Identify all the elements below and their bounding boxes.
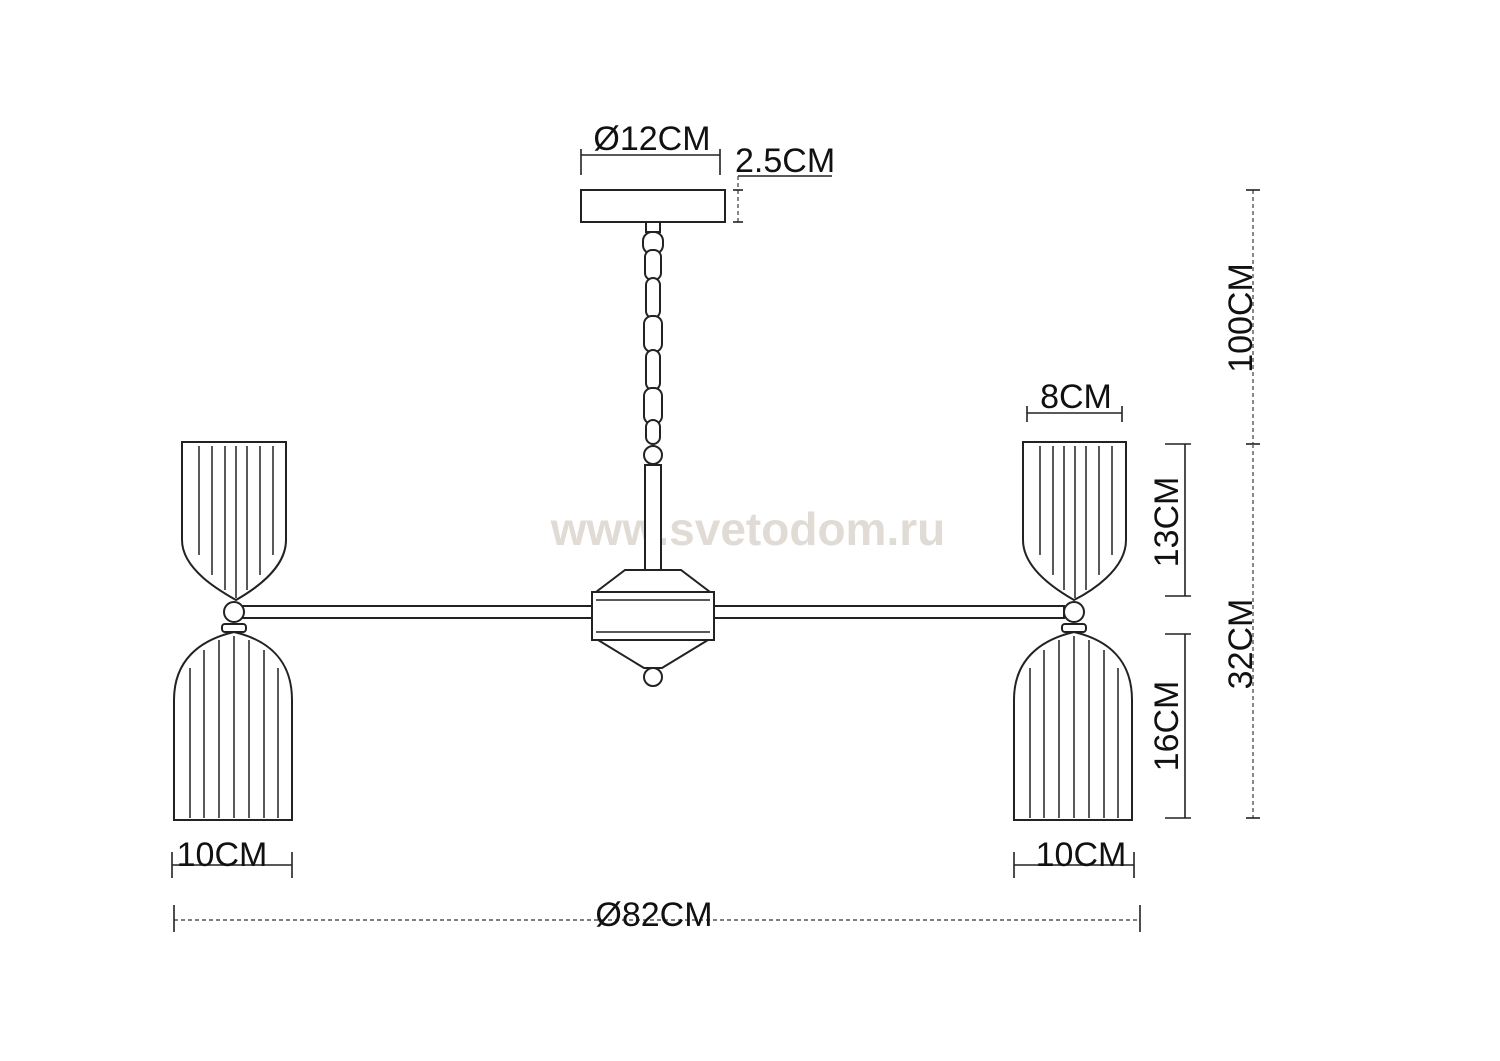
- right-upper-shade: [1022, 441, 1127, 602]
- watermark: www.svetodom.ru: [550, 503, 945, 555]
- left-upper-shade: [181, 441, 287, 602]
- label-lower-shade-height: 16CM: [1148, 681, 1186, 772]
- left-lower-shade: [173, 630, 293, 821]
- central-hub: [591, 569, 715, 687]
- dim-lower-shade-height: [1165, 633, 1191, 819]
- label-upper-shade-height: 13CM: [1148, 477, 1186, 568]
- label-left-shade-width: 10CM: [177, 836, 268, 874]
- dim-left-shade-width: [171, 852, 293, 878]
- label-overall-diameter: Ø82CM: [595, 896, 712, 934]
- dim-canopy-height: [733, 175, 832, 223]
- center-rod: [644, 464, 662, 571]
- dim-upper-shade-height: [1165, 443, 1191, 597]
- dim-right-shade-width: [1013, 852, 1135, 878]
- label-canopy-diameter: Ø12CM: [593, 120, 710, 158]
- label-right-shade-width: 10CM: [1036, 836, 1127, 874]
- canopy-hook: [645, 221, 661, 233]
- dim-shade-width-top: [1026, 406, 1123, 422]
- dim-overall-diameter: [173, 905, 1141, 932]
- left-joint: [223, 601, 245, 623]
- dim-fixture-height: [1246, 444, 1260, 819]
- right-arm: [713, 605, 1065, 619]
- right-socket: [1061, 623, 1087, 633]
- left-arm: [239, 605, 593, 619]
- label-shade-width-top: 8CM: [1040, 378, 1112, 416]
- label-chain-length: 100CM: [1222, 263, 1260, 373]
- rod-ring: [643, 445, 663, 465]
- dim-canopy-diameter: [580, 149, 721, 175]
- right-joint: [1063, 601, 1085, 623]
- label-fixture-height: 32CM: [1222, 599, 1260, 690]
- ceiling-canopy: [580, 189, 726, 223]
- right-lower-shade: [1013, 630, 1133, 821]
- chain: [642, 231, 664, 445]
- label-canopy-height: 2.5CM: [735, 142, 835, 180]
- left-socket: [221, 623, 247, 633]
